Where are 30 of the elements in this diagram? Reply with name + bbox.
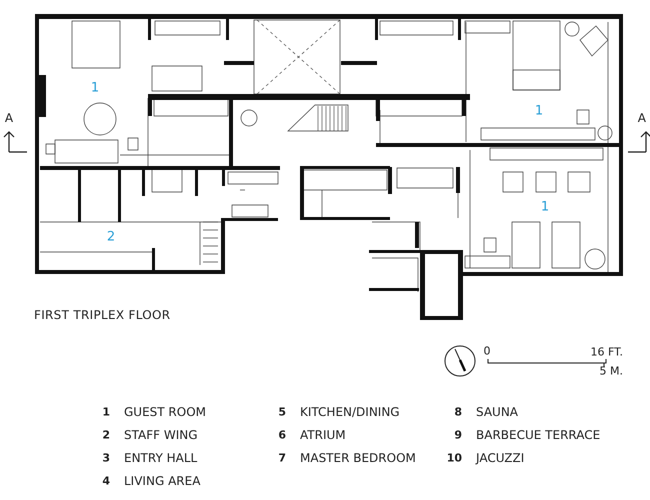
scale-label: 5 M. [600,366,623,376]
key-number: 4 [102,476,110,486]
plan-caption: FIRST TRIPLEX FLOOR [34,309,170,321]
room-number: 1 [534,104,544,118]
room-name: MASTER BEDROOM [300,452,416,464]
room-name: STAFF WING [124,429,198,441]
section-label: A [4,112,14,124]
room-name: BARBECUE TERRACE [476,429,600,441]
key-number: 8 [454,406,462,418]
room-name: JACUZZI [476,452,524,464]
key-number: 10 [446,452,462,464]
key-number: 7 [278,452,286,464]
room-name: LIVING AREA [124,475,200,487]
room-name: SAUNA [476,406,518,418]
room-number: 1 [90,82,100,94]
room-name: ENTRY HALL [124,452,198,464]
key-number: 2 [102,430,110,440]
key-number: 9 [454,430,462,440]
room-name: KITCHEN/DINING [300,406,400,418]
key-number: 1 [102,406,110,418]
section-label: A [638,112,646,124]
scale-label: 16 FT. [590,346,623,358]
key-number: 3 [102,452,110,464]
room-number: 2 [106,230,116,244]
room-name: GUEST ROOM [124,406,206,418]
room-number: 1 [540,200,550,214]
room-name: ATRIUM [300,429,346,441]
scale-label: 0 [484,346,490,356]
key-number: 6 [278,430,286,440]
key-number: 5 [278,406,286,418]
